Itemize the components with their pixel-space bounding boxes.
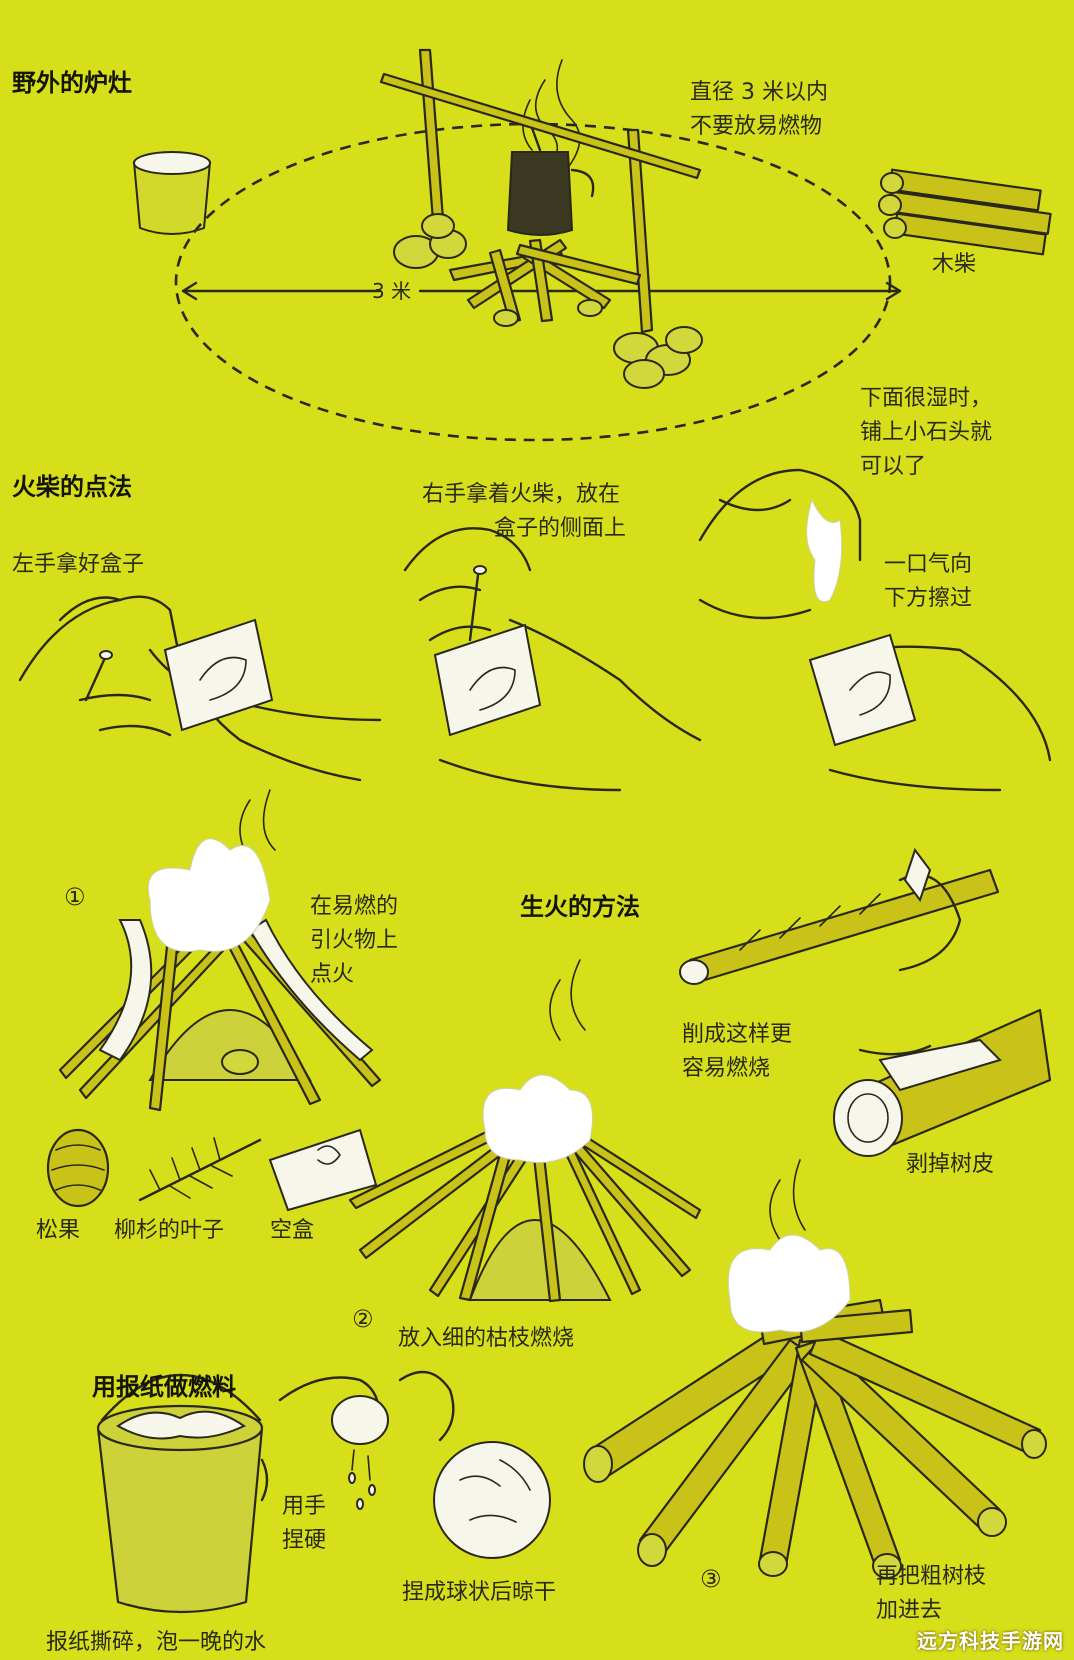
carve-note-line-1: 削成这样更 (682, 1022, 793, 1047)
pinecone-label: 松果 (36, 1218, 81, 1243)
paper-ball-label: 捏成球状后晾干 (402, 1580, 557, 1605)
fire-step1-label: 在易燃的 引火物上 点火 (310, 890, 398, 992)
squeeze-line-2: 捏硬 (282, 1528, 327, 1553)
fire-step3-line-2: 加进去 (876, 1598, 943, 1623)
tinder-samples-illustration (46, 1128, 378, 1212)
wet-note-line-1: 下面很湿时， (860, 386, 993, 411)
firewood-label: 木柴 (932, 252, 977, 277)
watermark: 远方科技手游网 (917, 1629, 1064, 1653)
match-step2-line-2: 盒子的侧面上 (494, 516, 627, 541)
squeeze-label: 用手 捏硬 (282, 1490, 326, 1558)
fire-step1-line-2: 引火物上 (310, 928, 399, 953)
wet-ground-note: 下面很湿时， 铺上小石头就 可以了 (860, 382, 992, 484)
wet-note-line-3: 可以了 (860, 454, 927, 479)
wet-note-line-2: 铺上小石头就 (860, 420, 993, 445)
stove-section-title: 野外的炉灶 (12, 69, 132, 97)
radius-note-line-1: 直径 3 米以内 (690, 80, 828, 105)
match-step3-label: 一口气向 下方擦过 (884, 548, 972, 616)
squeeze-line-1: 用手 (282, 1494, 327, 1519)
fire-step2-number: ② (352, 1305, 374, 1333)
empty-box-label: 空盒 (270, 1218, 315, 1243)
carve-note-label: 削成这样更 容易燃烧 (682, 1018, 792, 1086)
tinder-teepee-illustration (58, 789, 382, 1112)
match-step3-line-2: 下方擦过 (884, 586, 973, 611)
fire-step3-line-1: 再把粗树枝 (876, 1564, 987, 1589)
small-twigs-fire-illustration (348, 959, 702, 1303)
hand-lit-match-illustration (698, 468, 1052, 792)
match-step3-line-1: 一口气向 (884, 552, 973, 577)
thick-branches-fire-illustration (583, 1159, 1047, 1579)
fire-section-title: 生火的方法 (520, 893, 640, 921)
fire-step1-line-1: 在易燃的 (310, 894, 399, 919)
match-step2-label: 右手拿着火柴，放在 盒子的侧面上 (422, 478, 626, 546)
match-step1-label: 左手拿好盒子 (12, 552, 145, 577)
cedar-leaves-label: 柳杉的叶子 (114, 1218, 225, 1243)
carved-stick-illustration (679, 847, 1000, 985)
fire-step2-label: 放入细的枯枝燃烧 (398, 1326, 575, 1351)
hand-holding-box-illustration (18, 595, 382, 782)
squeeze-paper-illustration (278, 1370, 455, 1510)
cooking-tripod-illustration (379, 48, 703, 389)
peeled-log-illustration (833, 1008, 1052, 1157)
fire-step1-line-3: 点火 (310, 962, 355, 987)
carve-note-line-2: 容易燃烧 (682, 1056, 771, 1081)
fire-step3-label: 再把粗树枝 加进去 (876, 1560, 986, 1628)
radius-note-line-2: 不要放易燃物 (690, 114, 823, 139)
hand-striking-match-illustration (403, 527, 702, 792)
radius-note-label: 直径 3 米以内 不要放易燃物 (690, 76, 828, 144)
paper-section-title: 用报纸做燃料 (92, 1373, 236, 1401)
fire-step3-number: ③ (700, 1565, 722, 1593)
soak-paper-label: 报纸撕碎，泡一晚的水 (46, 1630, 267, 1655)
firewood-pile-illustration (878, 168, 1052, 256)
pot-illustration (132, 151, 212, 235)
distance-label: 3 米 (372, 279, 412, 303)
fire-step1-number: ① (64, 883, 86, 911)
match-step2-line-1: 右手拿着火柴，放在 (422, 482, 621, 507)
paper-ball-illustration (433, 1441, 551, 1559)
match-section-title: 火柴的点法 (12, 473, 132, 501)
peel-bark-label: 剥掉树皮 (906, 1152, 995, 1177)
bucket-illustration (96, 1374, 269, 1614)
